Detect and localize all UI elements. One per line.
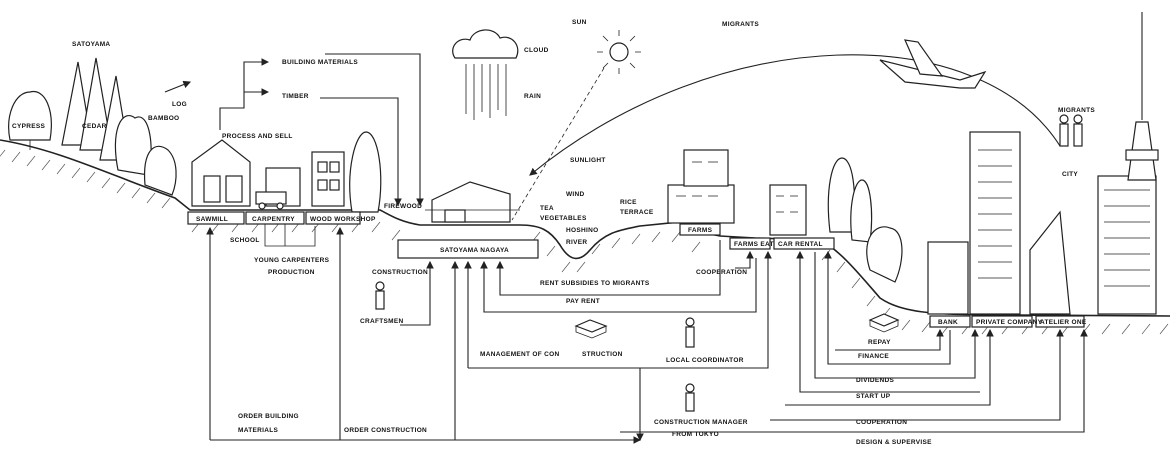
construction-manager-figure xyxy=(685,383,695,412)
label-production: PRODUCTION xyxy=(268,269,315,276)
tokyo-tower xyxy=(1125,12,1159,181)
atelier-one-box xyxy=(1035,315,1085,328)
city-buildings xyxy=(927,131,1157,315)
sawmill-box xyxy=(187,211,245,225)
label-construction: CONSTRUCTION xyxy=(372,269,428,276)
farms-eat-box xyxy=(729,237,771,250)
money-icon-right xyxy=(868,313,900,333)
private-company-box xyxy=(971,315,1033,328)
label-log: LOG xyxy=(172,101,187,108)
label-order-construction: ORDER CONSTRUCTION xyxy=(344,427,427,434)
car-rental-box xyxy=(773,237,835,250)
label-migrants-right: MIGRANTS xyxy=(1058,107,1095,114)
label-local-coordinator: LOCAL COORDINATOR xyxy=(666,357,744,364)
label-start-up: START UP xyxy=(856,393,891,400)
label-young-carpenters: YOUNG CARPENTERS xyxy=(254,257,330,264)
label-craftsmen: CRAFTSMEN xyxy=(360,318,404,325)
carpentry-building xyxy=(255,167,301,210)
flow-arrows xyxy=(164,53,1088,444)
label-cypress: CYPRESS xyxy=(12,123,46,130)
label-order-building: ORDER BUILDING xyxy=(238,413,299,420)
label-private-company: PRIVATE COMPANY xyxy=(976,319,1043,326)
carpentry-box xyxy=(245,211,305,225)
label-design-supervise: DESIGN & SUPERVISE xyxy=(856,439,932,446)
label-rice: RICE xyxy=(620,199,637,206)
label-building-materials: BUILDING MATERIALS xyxy=(282,59,358,66)
label-bamboo: BAMBOO xyxy=(148,115,179,122)
label-management-of-con: MANAGEMENT OF CON xyxy=(480,351,560,358)
wood-workshop-building xyxy=(311,151,345,207)
label-materials: MATERIALS xyxy=(238,427,278,434)
sunlight-ray xyxy=(511,67,605,221)
label-repay: REPAY xyxy=(868,339,891,346)
label-bank: BANK xyxy=(938,319,958,326)
label-wood-workshop: WOOD WORKSHOP xyxy=(310,216,376,223)
label-dividends: DIVIDENDS xyxy=(856,377,894,384)
label-finance: FINANCE xyxy=(858,353,889,360)
label-rain: RAIN xyxy=(524,93,541,100)
label-carpentry: CARPENTRY xyxy=(252,216,295,223)
label-cooperation-1: COOPERATION xyxy=(696,269,747,276)
label-process-and-sell: PROCESS AND SELL xyxy=(222,133,293,140)
label-atelier-one: ATELIER ONE xyxy=(1040,319,1087,326)
nagaya-house xyxy=(425,181,520,223)
label-terrace: TERRACE xyxy=(620,209,654,216)
label-from-tokyo: FROM TOKYO xyxy=(672,431,719,438)
label-city: CITY xyxy=(1062,171,1078,178)
label-tea: TEA xyxy=(540,205,554,212)
label-firewood: FIREWOOD xyxy=(384,203,422,210)
label-pay-rent: PAY RENT xyxy=(566,298,600,305)
label-wind: WIND xyxy=(566,191,585,198)
label-timber: TIMBER xyxy=(282,93,309,100)
farm-house xyxy=(667,149,735,224)
label-hoshino: HOSHINO xyxy=(566,227,598,234)
local-coordinator-figure xyxy=(685,317,695,348)
label-migrants-top: MIGRANTS xyxy=(722,21,759,28)
label-farms-top: FARMS xyxy=(688,227,713,234)
migrants-people-icon xyxy=(1059,114,1083,147)
car-rental-building xyxy=(769,184,807,236)
cloud-icon xyxy=(452,29,519,59)
label-satoyama: SATOYAMA xyxy=(72,41,110,48)
sun-icon xyxy=(597,30,641,74)
label-cloud: CLOUD xyxy=(524,47,549,54)
label-construction-manager: CONSTRUCTION MANAGER xyxy=(654,419,748,426)
wood-workshop-box xyxy=(305,211,361,225)
label-river: RIVER xyxy=(566,239,587,246)
label-cooperation-2: COOPERATION xyxy=(856,419,907,426)
farms-box xyxy=(679,223,721,236)
label-sun: SUN xyxy=(572,19,587,26)
label-cedar: CEDAR xyxy=(82,123,107,130)
label-rent-subsidies: RENT SUBSIDIES TO MIGRANTS xyxy=(540,280,650,287)
satoyama-nagaya-box xyxy=(397,239,539,259)
label-struction: STRUCTION xyxy=(582,351,623,358)
label-sunlight: SUNLIGHT xyxy=(570,157,606,164)
label-vegetables: VEGETABLES xyxy=(540,215,587,222)
sawmill-building xyxy=(191,139,251,207)
rain-icon xyxy=(465,64,507,120)
airplane-icon xyxy=(879,39,987,89)
bank-box xyxy=(929,315,971,328)
migrants-arc xyxy=(529,54,1061,176)
money-icon-left xyxy=(574,319,608,339)
label-school: SCHOOL xyxy=(230,237,260,244)
label-satoyama-nagaya: SATOYAMA NAGAYA xyxy=(440,247,509,254)
label-farms-eat: FARMS EAT xyxy=(734,241,774,248)
forest-trees xyxy=(8,57,903,283)
terrain-line xyxy=(0,139,1170,317)
label-car-rental: CAR RENTAL xyxy=(778,241,823,248)
label-sawmill: SAWMILL xyxy=(196,216,228,223)
craftsmen-figure xyxy=(375,281,385,310)
